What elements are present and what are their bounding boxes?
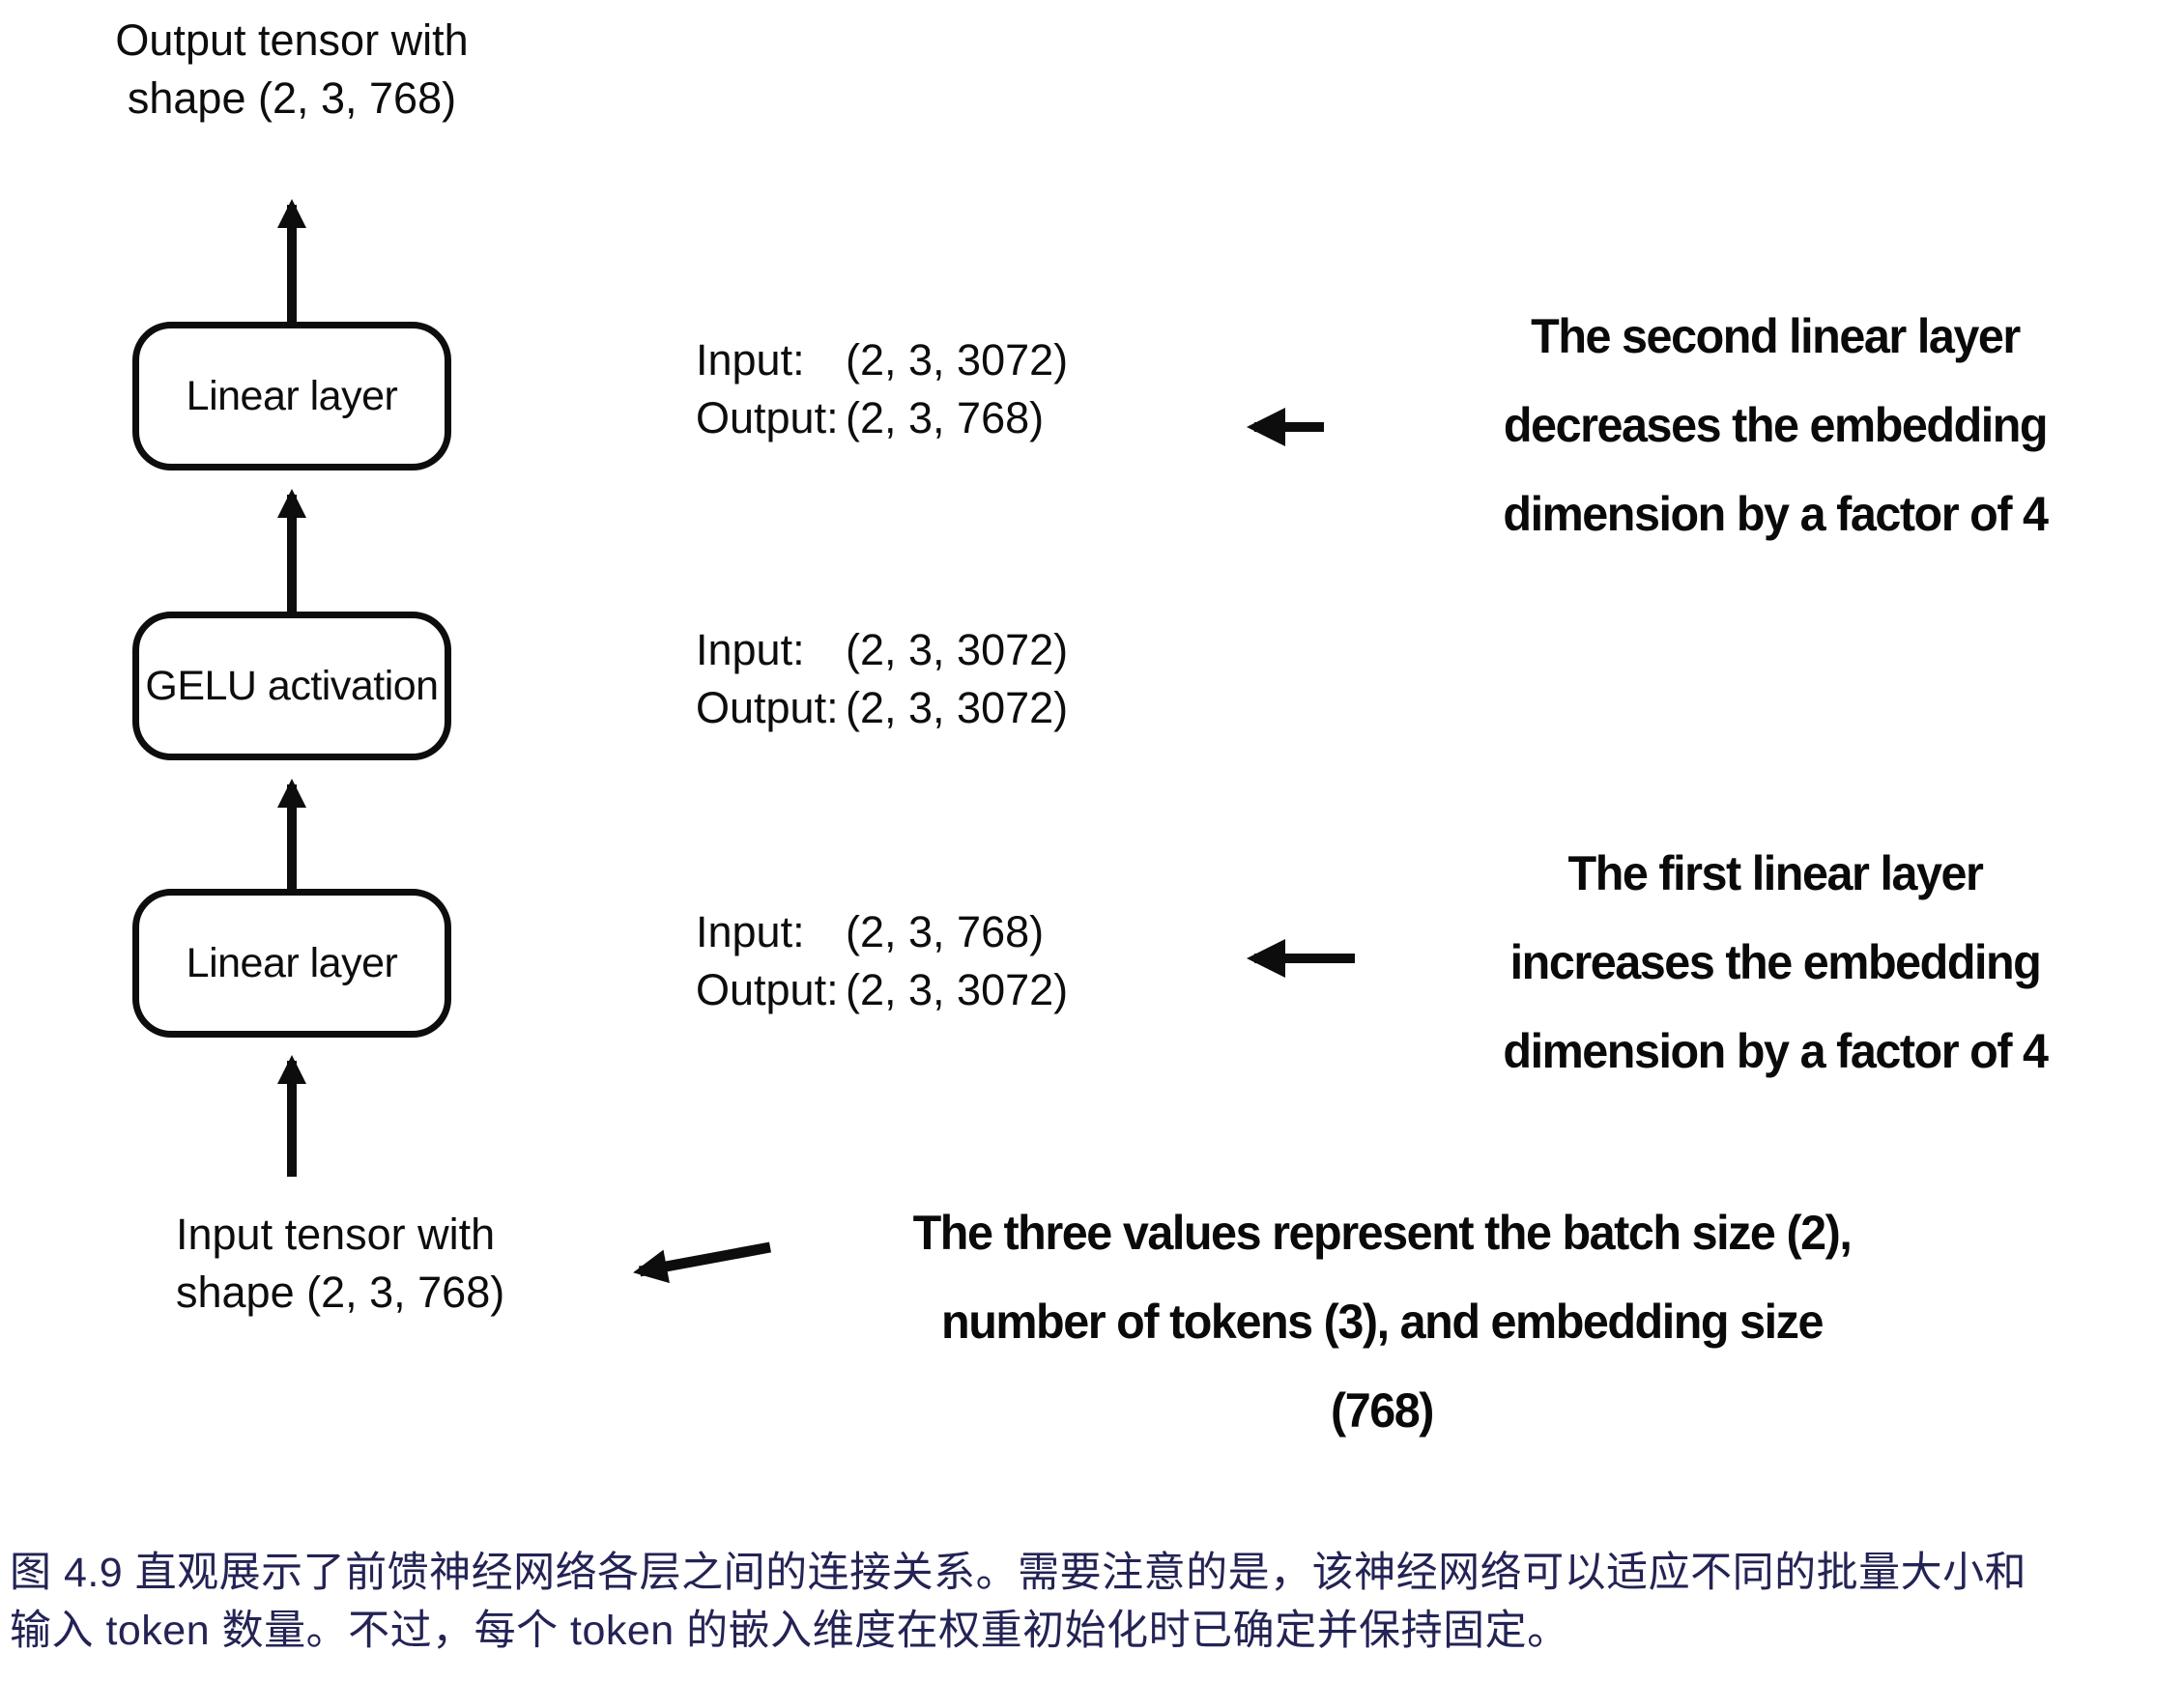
- annotation-second-linear-line1: The second linear layer: [1531, 309, 2021, 363]
- io-input-label: Input:: [696, 625, 805, 674]
- figure-caption: 图 4.9 直观展示了前馈神经网络各层之间的连接关系。需要注意的是，该神经网络可…: [10, 1544, 2174, 1660]
- annotation-first-linear-line3: dimension by a factor of 4: [1503, 1024, 2049, 1078]
- io-input-label: Input:: [696, 907, 805, 956]
- io-output-label: Output:: [696, 393, 839, 442]
- annotation-second-linear-line3: dimension by a factor of 4: [1503, 487, 2049, 541]
- output-tensor-label-line2: shape (2, 3, 768): [127, 73, 457, 123]
- figure-caption-line2: 输入 token 数量。不过，每个 token 的嵌入维度在权重初始化时已确定并…: [10, 1608, 1569, 1654]
- linear-layer-1-box: Linear layer: [132, 889, 451, 1038]
- input-tensor-label-line2: shape (2, 3, 768): [176, 1268, 505, 1317]
- output-tensor-label: Output tensor with shape (2, 3, 768): [89, 12, 495, 128]
- annotation-first-linear-line2: increases the embedding: [1509, 935, 2042, 989]
- io-output-value: (2, 3, 3072): [846, 965, 1069, 1014]
- linear-layer-2-label: Linear layer: [186, 372, 398, 419]
- annotation-second-linear-line2: decreases the embedding: [1503, 398, 2049, 452]
- io-output-value: (2, 3, 3072): [846, 683, 1069, 732]
- io-output-label: Output:: [696, 683, 839, 732]
- input-tensor-label: Input tensor with shape (2, 3, 768): [176, 1206, 640, 1322]
- figure-caption-line1: 图 4.9 直观展示了前馈神经网络各层之间的连接关系。需要注意的是，该神经网络可…: [10, 1550, 2027, 1596]
- annotation-second-linear: The second linear layer decreases the em…: [1419, 292, 2131, 558]
- gelu-activation-io: Input: (2, 3, 3072) Output: (2, 3, 3072): [696, 621, 1068, 737]
- annotation-tensor-shape-line1: The three values represent the batch siz…: [912, 1206, 1853, 1260]
- io-input-value: (2, 3, 3072): [846, 335, 1069, 385]
- annotation-tensor-shape-line2: number of tokens (3), and embedding size: [941, 1295, 1824, 1349]
- input-tensor-label-line1: Input tensor with: [176, 1210, 496, 1259]
- io-output-label: Output:: [696, 965, 839, 1014]
- gelu-activation-box: GELU activation: [132, 612, 451, 760]
- io-input-label: Input:: [696, 335, 805, 385]
- linear-layer-2-box: Linear layer: [132, 322, 451, 470]
- io-output-value: (2, 3, 768): [846, 393, 1045, 442]
- annotation-tensor-shape-line3: (768): [1331, 1383, 1434, 1438]
- linear-layer-1-io: Input: (2, 3, 768) Output: (2, 3, 3072): [696, 903, 1068, 1019]
- annotation-tensor-shape: The three values represent the batch siz…: [773, 1188, 1992, 1455]
- annotation-first-linear: The first linear layer increases the emb…: [1419, 829, 2131, 1096]
- io-input-value: (2, 3, 768): [846, 907, 1045, 956]
- annotation-first-linear-line1: The first linear layer: [1567, 846, 1984, 900]
- gelu-activation-label: GELU activation: [145, 662, 439, 709]
- arrow-diagonal-input-tensor-icon: [633, 1241, 772, 1284]
- linear-layer-1-label: Linear layer: [186, 939, 398, 986]
- output-tensor-label-line1: Output tensor with: [115, 15, 469, 65]
- io-input-value: (2, 3, 3072): [846, 625, 1069, 674]
- linear-layer-2-io: Input: (2, 3, 3072) Output: (2, 3, 768): [696, 331, 1068, 447]
